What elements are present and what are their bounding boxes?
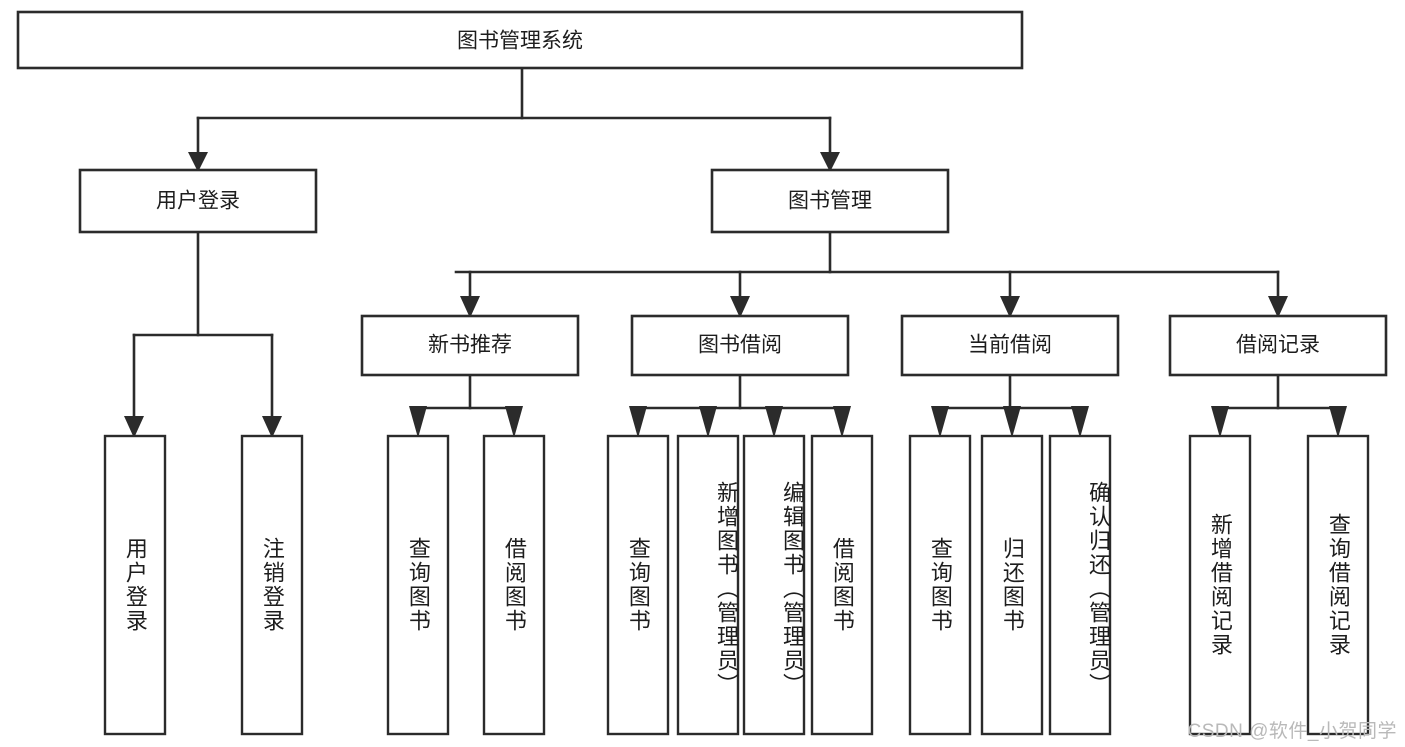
arrow-to-leaf-add-record [1211, 406, 1229, 438]
arrow-to-user-login [188, 152, 208, 172]
node-leaf-query-book-2-box[interactable] [606, 434, 670, 736]
node-book-manage-label: 图书管理 [788, 190, 872, 213]
arrow-to-new-book-recommend [460, 296, 480, 318]
arrow-to-leaf-query-book-2 [629, 406, 647, 438]
arrow-to-current-borrow [1000, 296, 1020, 318]
node-current-borrow-box[interactable] [900, 314, 1120, 377]
node-leaf-add-book-box[interactable] [676, 434, 740, 736]
arrow-to-book-manage [820, 152, 840, 172]
node-root-box[interactable] [16, 10, 1024, 70]
arrow-to-leaf-confirm-return [1071, 406, 1089, 438]
node-leaf-logout-box[interactable] [240, 434, 304, 736]
arrow-to-leaf-edit-book [765, 406, 783, 438]
arrow-to-leaf-add-book [699, 406, 717, 438]
node-book-borrow[interactable]: 图书借阅 [630, 314, 850, 377]
arrow-to-leaf-user-login [124, 416, 144, 438]
node-new-book-recommend-label: 新书推荐 [428, 334, 512, 357]
node-book-manage-box[interactable] [710, 168, 950, 234]
arrow-to-leaf-query-record [1329, 406, 1347, 438]
node-current-borrow-label: 当前借阅 [968, 334, 1052, 357]
node-root[interactable]: 图书管理系统 [16, 10, 1024, 70]
arrow-to-leaf-logout [262, 416, 282, 438]
arrow-to-leaf-borrow-book-1 [505, 406, 523, 438]
node-borrow-record[interactable]: 借阅记录 [1168, 314, 1388, 377]
node-book-manage[interactable]: 图书管理 [710, 168, 950, 234]
node-leaf-edit-book-box[interactable] [742, 434, 806, 736]
node-user-login[interactable]: 用户登录 [78, 168, 318, 234]
arrow-to-book-borrow [730, 296, 750, 318]
node-layer: 图书管理系统 用户登录 图书管理 新书推荐 图书借阅 当前借阅 [16, 10, 1388, 736]
node-user-login-label: 用户登录 [156, 190, 240, 213]
arrow-to-leaf-query-book-3 [931, 406, 949, 438]
node-current-borrow[interactable]: 当前借阅 [900, 314, 1120, 377]
arrowhead-layer [124, 152, 1347, 438]
node-leaf-borrow-book-2-box[interactable] [810, 434, 874, 736]
arrow-to-leaf-borrow-book-2 [833, 406, 851, 438]
node-book-borrow-label: 图书借阅 [698, 334, 782, 357]
node-leaf-query-book-1-box[interactable] [386, 434, 450, 736]
node-leaf-borrow-book-1-box[interactable] [482, 434, 546, 736]
node-leaf-confirm-return-box[interactable] [1048, 434, 1112, 736]
csdn-watermark: CSDN @软件_小贺同学 [1187, 721, 1397, 742]
node-leaf-add-record-box[interactable] [1188, 434, 1252, 736]
node-new-book-recommend[interactable]: 新书推荐 [360, 314, 580, 377]
node-leaf-return-book-box[interactable] [980, 434, 1044, 736]
node-new-book-recommend-box[interactable] [360, 314, 580, 377]
node-leaf-query-record-box[interactable] [1306, 434, 1370, 736]
node-leaf-query-book-3-box[interactable] [908, 434, 972, 736]
arrow-to-leaf-query-book-1 [409, 406, 427, 438]
arrow-to-borrow-record [1268, 296, 1288, 318]
arrow-to-leaf-return-book [1003, 406, 1021, 438]
node-book-borrow-box[interactable] [630, 314, 850, 377]
node-user-login-box[interactable] [78, 168, 318, 234]
node-borrow-record-box[interactable] [1168, 314, 1388, 377]
node-borrow-record-label: 借阅记录 [1236, 334, 1320, 357]
node-leaf-user-login-box[interactable] [103, 434, 167, 736]
node-root-label: 图书管理系统 [457, 30, 583, 53]
